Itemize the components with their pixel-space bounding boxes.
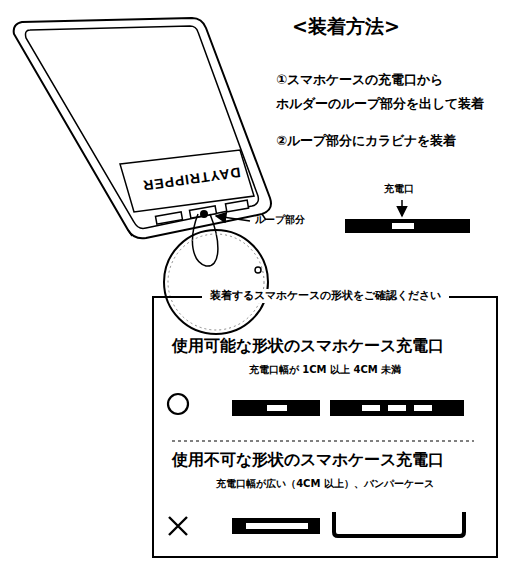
callout-label: 充電口 <box>384 182 414 195</box>
port-bar <box>232 518 320 534</box>
section-heading: 使用可能な形状のスマホケース充電口 <box>172 336 444 357</box>
port-opening <box>414 405 432 411</box>
case-slot <box>225 200 248 212</box>
title: <装着方法> <box>292 14 400 39</box>
separator <box>172 441 474 442</box>
port-opening <box>392 223 414 229</box>
carabiner-ring <box>164 230 268 334</box>
holder-card <box>120 150 254 212</box>
port-opening <box>362 405 380 411</box>
notice-box: 装着するスマホケースの形状をご確認ください使用可能な形状のスマホケース充電口充電… <box>152 296 498 558</box>
ok-symbol <box>168 394 188 414</box>
leader-arrow <box>216 216 250 221</box>
carabiner-ring-inner <box>168 234 264 330</box>
phone-case <box>14 18 271 238</box>
ng-symbol <box>169 517 187 535</box>
port-bar <box>232 400 320 416</box>
box-heading: 装着するスマホケースの形状をご確認ください <box>202 289 449 303</box>
section-note: 充電口幅が広い（4CM 以上）、バンパーケース <box>216 477 434 490</box>
leader-arrow <box>401 200 403 216</box>
carabiner-gate <box>255 267 261 273</box>
loop-dot <box>200 210 208 218</box>
phone-case-inner <box>26 26 259 228</box>
step-text: ①スマホケースの充電口から ホルダーのループ部分を出して装着 <box>276 68 508 116</box>
port-bar <box>330 400 464 416</box>
port-bar <box>345 219 470 233</box>
section-heading: 使用不可な形状のスマホケース充電口 <box>172 450 444 471</box>
port-opening <box>246 523 308 529</box>
port-opening <box>267 405 287 411</box>
section-note: 充電口幅が 1CM 以上 4CM 未満 <box>249 363 401 376</box>
holder-loop <box>192 214 217 266</box>
callout-label: ループ部分 <box>255 213 305 226</box>
port-opening <box>388 405 406 411</box>
step-text: ②ループ部分にカラビナを装着 <box>276 133 456 150</box>
bumper-case <box>334 512 464 536</box>
case-slot <box>190 206 217 218</box>
case-slot <box>156 212 183 224</box>
